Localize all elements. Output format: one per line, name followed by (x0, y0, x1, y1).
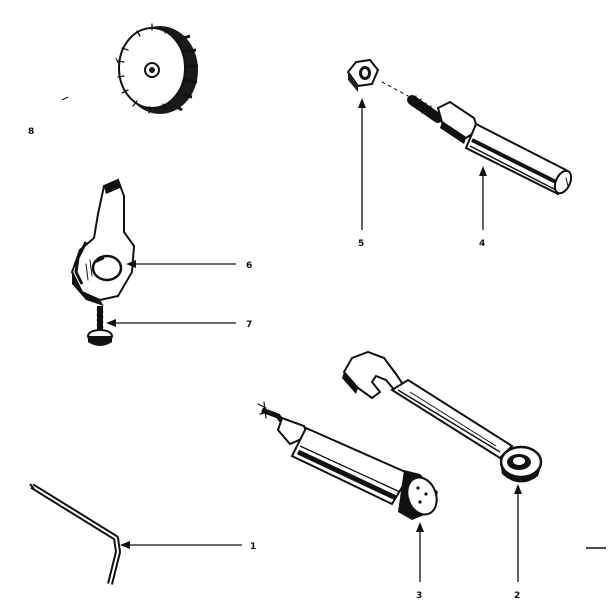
part-label-2: 2 (514, 591, 520, 601)
part-label-3: 3 (416, 591, 422, 601)
gear-icon (117, 23, 198, 114)
callout-5 (358, 98, 366, 230)
callout-6 (126, 260, 236, 268)
screw-icon (87, 306, 113, 346)
callout-7 (106, 319, 236, 327)
part-label-7: 7 (246, 320, 252, 330)
callout-2 (514, 484, 522, 582)
hex-nut-icon (346, 58, 409, 97)
part-label-5: 5 (358, 239, 364, 249)
part-label-1: 1 (250, 542, 256, 552)
part-label-6: 6 (246, 261, 252, 271)
combination-wrench-icon (342, 350, 543, 483)
allen-wrench-icon (29, 483, 121, 585)
callout-4 (479, 166, 487, 230)
screwdriver-icon (257, 401, 438, 520)
callout-3 (416, 522, 424, 582)
part-label-8: 8 (28, 127, 34, 137)
callout-1 (120, 541, 242, 549)
part-label-4: 4 (479, 239, 485, 249)
spindle-shaft-icon (407, 95, 573, 196)
cam-lever-icon (70, 178, 136, 306)
scan-marks (61, 57, 606, 549)
